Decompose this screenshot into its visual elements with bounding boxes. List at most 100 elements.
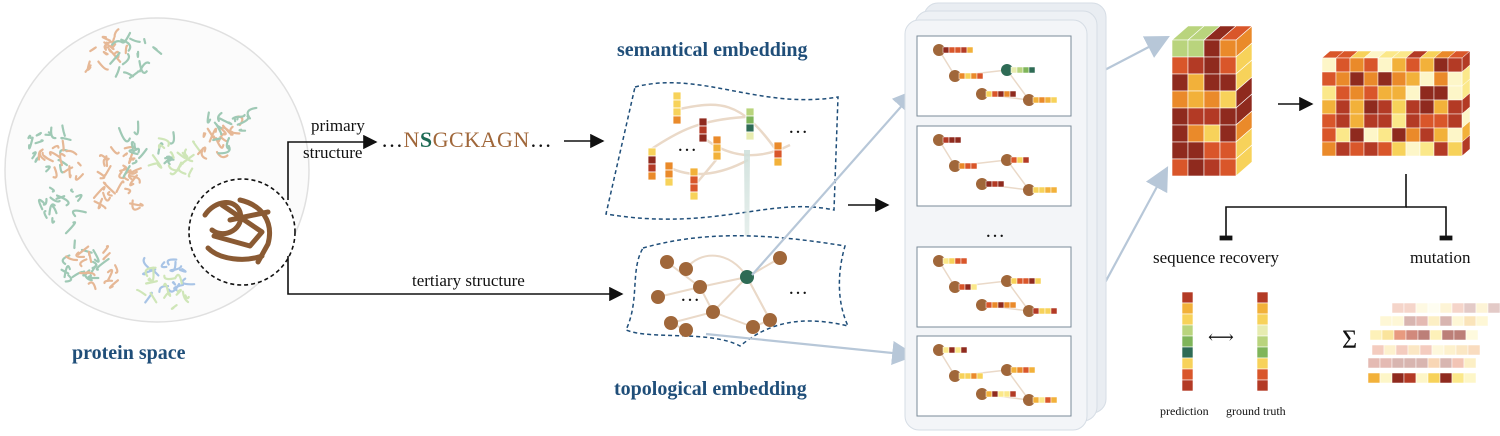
cube-cell: [1219, 158, 1237, 177]
mutation-cell: [1415, 357, 1429, 369]
card-cell: [976, 72, 984, 80]
mutation-cell: [1403, 372, 1417, 384]
card-cell: [1028, 66, 1036, 74]
cube-cell: [1187, 107, 1205, 126]
card-node: [976, 178, 988, 190]
ground-truth-cell: [1256, 302, 1269, 315]
graph-node: [746, 320, 760, 334]
matrix-cell: [1419, 71, 1435, 87]
ground-truth-label: ground truth: [1226, 404, 1286, 418]
graph-node: [679, 323, 693, 337]
graph-node: [651, 290, 665, 304]
embedding-cell: [647, 147, 657, 157]
mutation-cell: [1463, 302, 1477, 314]
card-cell: [1038, 396, 1046, 404]
embedding-cell: [672, 115, 682, 125]
embedding-cell: [689, 191, 699, 201]
card-cell: [1010, 156, 1018, 164]
embedding-cell: [698, 125, 708, 135]
matrix-cell: [1377, 127, 1393, 143]
card-cell: [1050, 307, 1058, 315]
matrix-cell: [1335, 141, 1351, 157]
card-cell: [1003, 390, 1011, 398]
matrix-cell: [1433, 113, 1449, 129]
mutation-cell: [1439, 302, 1453, 314]
card-cell: [997, 390, 1005, 398]
card-cell: [1050, 186, 1058, 194]
matrix-cell: [1321, 85, 1337, 101]
mutation-cell: [1369, 329, 1383, 341]
card-cell: [1038, 186, 1046, 194]
card-cell: [1022, 66, 1030, 74]
matrix-cell: [1391, 127, 1407, 143]
prediction-cell: [1181, 313, 1194, 326]
matrix-cell: [1405, 99, 1421, 115]
mutation-cell: [1463, 372, 1477, 384]
mutation-cell: [1427, 315, 1441, 327]
matrix-cell: [1447, 141, 1463, 157]
mutation-cell: [1415, 372, 1429, 384]
cube-cell: [1203, 141, 1221, 160]
card-cell: [964, 162, 972, 170]
matrix-cell: [1321, 99, 1337, 115]
cube-cell: [1203, 39, 1221, 58]
card-cell: [970, 283, 978, 291]
card-node: [933, 255, 945, 267]
sequence-residue: N: [403, 127, 420, 152]
embedding-cell: [647, 163, 657, 173]
protein-structure-cluster: [27, 28, 258, 310]
matrix-cell: [1433, 85, 1449, 101]
cube-cell: [1171, 107, 1189, 126]
matrix-cell: [1419, 99, 1435, 115]
embedding-cell: [672, 107, 682, 117]
mutation-cell: [1451, 315, 1465, 327]
mutation-cell: [1379, 372, 1393, 384]
matrix-cell: [1433, 99, 1449, 115]
cube-cell: [1187, 158, 1205, 177]
card-cell: [942, 346, 950, 354]
card-node: [1023, 394, 1035, 406]
mutation-cell: [1463, 315, 1477, 327]
matrix-cell: [1377, 99, 1393, 115]
card-cell: [1022, 366, 1030, 374]
cube-cell: [1187, 73, 1205, 92]
sequence-residue: S: [419, 127, 433, 152]
mutation-cell: [1417, 329, 1431, 341]
card-cell: [1028, 366, 1036, 374]
cube-cell: [1171, 124, 1189, 143]
cards-ellipsis: …: [985, 220, 1005, 242]
mutation-cell: [1395, 344, 1409, 356]
mutation-cell: [1475, 315, 1489, 327]
recovery-columns: [1181, 291, 1269, 392]
matrix-cell: [1349, 141, 1365, 157]
card-cell: [1010, 66, 1018, 74]
card-cell: [976, 372, 984, 380]
card-cell: [997, 180, 1005, 188]
card-cell: [1032, 396, 1040, 404]
ground-truth-cell: [1256, 346, 1269, 359]
matrix-cell: [1391, 113, 1407, 129]
cube-cell: [1171, 90, 1189, 109]
matrix-cell: [1447, 113, 1463, 129]
mutation-cell: [1381, 329, 1395, 341]
card-cell: [1032, 307, 1040, 315]
card-cell: [948, 346, 956, 354]
cube-cell: [1187, 39, 1205, 58]
card-cell: [985, 90, 993, 98]
embedding-cell: [745, 131, 755, 141]
cube-cell: [1219, 107, 1237, 126]
matrix-cell: [1335, 113, 1351, 129]
card-node: [1023, 305, 1035, 317]
mutation-cell: [1451, 302, 1465, 314]
mutation-cell: [1391, 315, 1405, 327]
card-cell: [954, 346, 962, 354]
ground-truth-cell: [1256, 324, 1269, 337]
matrix-cell: [1447, 85, 1463, 101]
embedding-cell: [773, 149, 783, 159]
cube-cell: [1187, 90, 1205, 109]
cube-cell: [1219, 90, 1237, 109]
prediction-cell: [1181, 302, 1194, 315]
matrix-cell: [1363, 113, 1379, 129]
cube-cell: [1219, 39, 1237, 58]
matrix-cell: [1335, 99, 1351, 115]
